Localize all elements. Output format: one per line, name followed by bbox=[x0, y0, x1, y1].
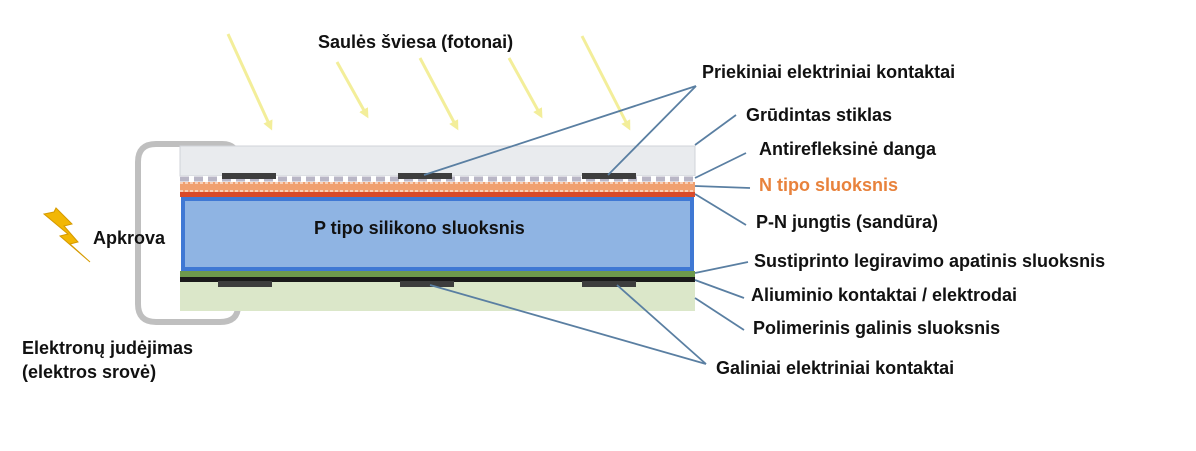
electron-flow-label-line2: (elektros srovė) bbox=[22, 362, 156, 382]
front-contact bbox=[582, 173, 636, 179]
leader-line bbox=[694, 261, 749, 274]
front-contact bbox=[398, 173, 452, 179]
sun-ray bbox=[507, 57, 543, 119]
pn-junction-label: P-N jungtis (sandūra) bbox=[756, 212, 938, 232]
bsf-layer-label: Sustiprinto legiravimo apatinis sluoksni… bbox=[754, 251, 1105, 271]
bsf-layer bbox=[180, 271, 695, 277]
sunlight-label: Saulės šviesa (fotonai) bbox=[318, 32, 513, 52]
p-layer-label: P tipo silikono sluoksnis bbox=[314, 218, 525, 238]
leader-line bbox=[616, 284, 707, 365]
aluminium-layer bbox=[180, 277, 695, 282]
leader-line bbox=[694, 297, 745, 331]
pn-junction-layer bbox=[180, 192, 695, 197]
front-contacts-label: Priekiniai elektriniai kontaktai bbox=[702, 62, 955, 82]
leader-line bbox=[429, 284, 707, 365]
n-layer-label: N tipo sluoksnis bbox=[759, 175, 898, 195]
leader-line bbox=[694, 193, 747, 226]
sun-ray bbox=[580, 35, 631, 131]
polymer-back-label: Polimerinis galinis sluoksnis bbox=[753, 318, 1000, 338]
leader-line bbox=[694, 185, 751, 189]
leader-line bbox=[423, 85, 697, 176]
leader-line bbox=[694, 152, 747, 179]
sun-rays bbox=[226, 33, 631, 131]
glass-label: Grūdintas stiklas bbox=[746, 105, 892, 125]
leader-line bbox=[694, 279, 745, 299]
back-contacts-label: Galiniai elektriniai kontaktai bbox=[716, 358, 954, 378]
sun-ray bbox=[335, 61, 369, 119]
leader-line bbox=[607, 85, 697, 176]
sun-ray bbox=[226, 33, 273, 131]
antireflective-label: Antirefleksinė danga bbox=[759, 139, 937, 159]
leader-lines bbox=[423, 85, 751, 365]
back-contact bbox=[582, 281, 636, 287]
load-label: Apkrova bbox=[93, 228, 166, 248]
back-contact bbox=[400, 281, 454, 287]
p-type-silicon-layer bbox=[181, 197, 694, 271]
al-contacts-label: Aliuminio kontaktai / elektrodai bbox=[751, 285, 1017, 305]
sun-ray bbox=[418, 57, 459, 131]
leader-line bbox=[694, 114, 737, 146]
back-contact bbox=[218, 281, 272, 287]
n-type-layer bbox=[180, 182, 695, 192]
electron-flow-label-line1: Elektronų judėjimas bbox=[22, 338, 193, 358]
lightning-icon bbox=[42, 207, 91, 263]
front-contact bbox=[222, 173, 276, 179]
